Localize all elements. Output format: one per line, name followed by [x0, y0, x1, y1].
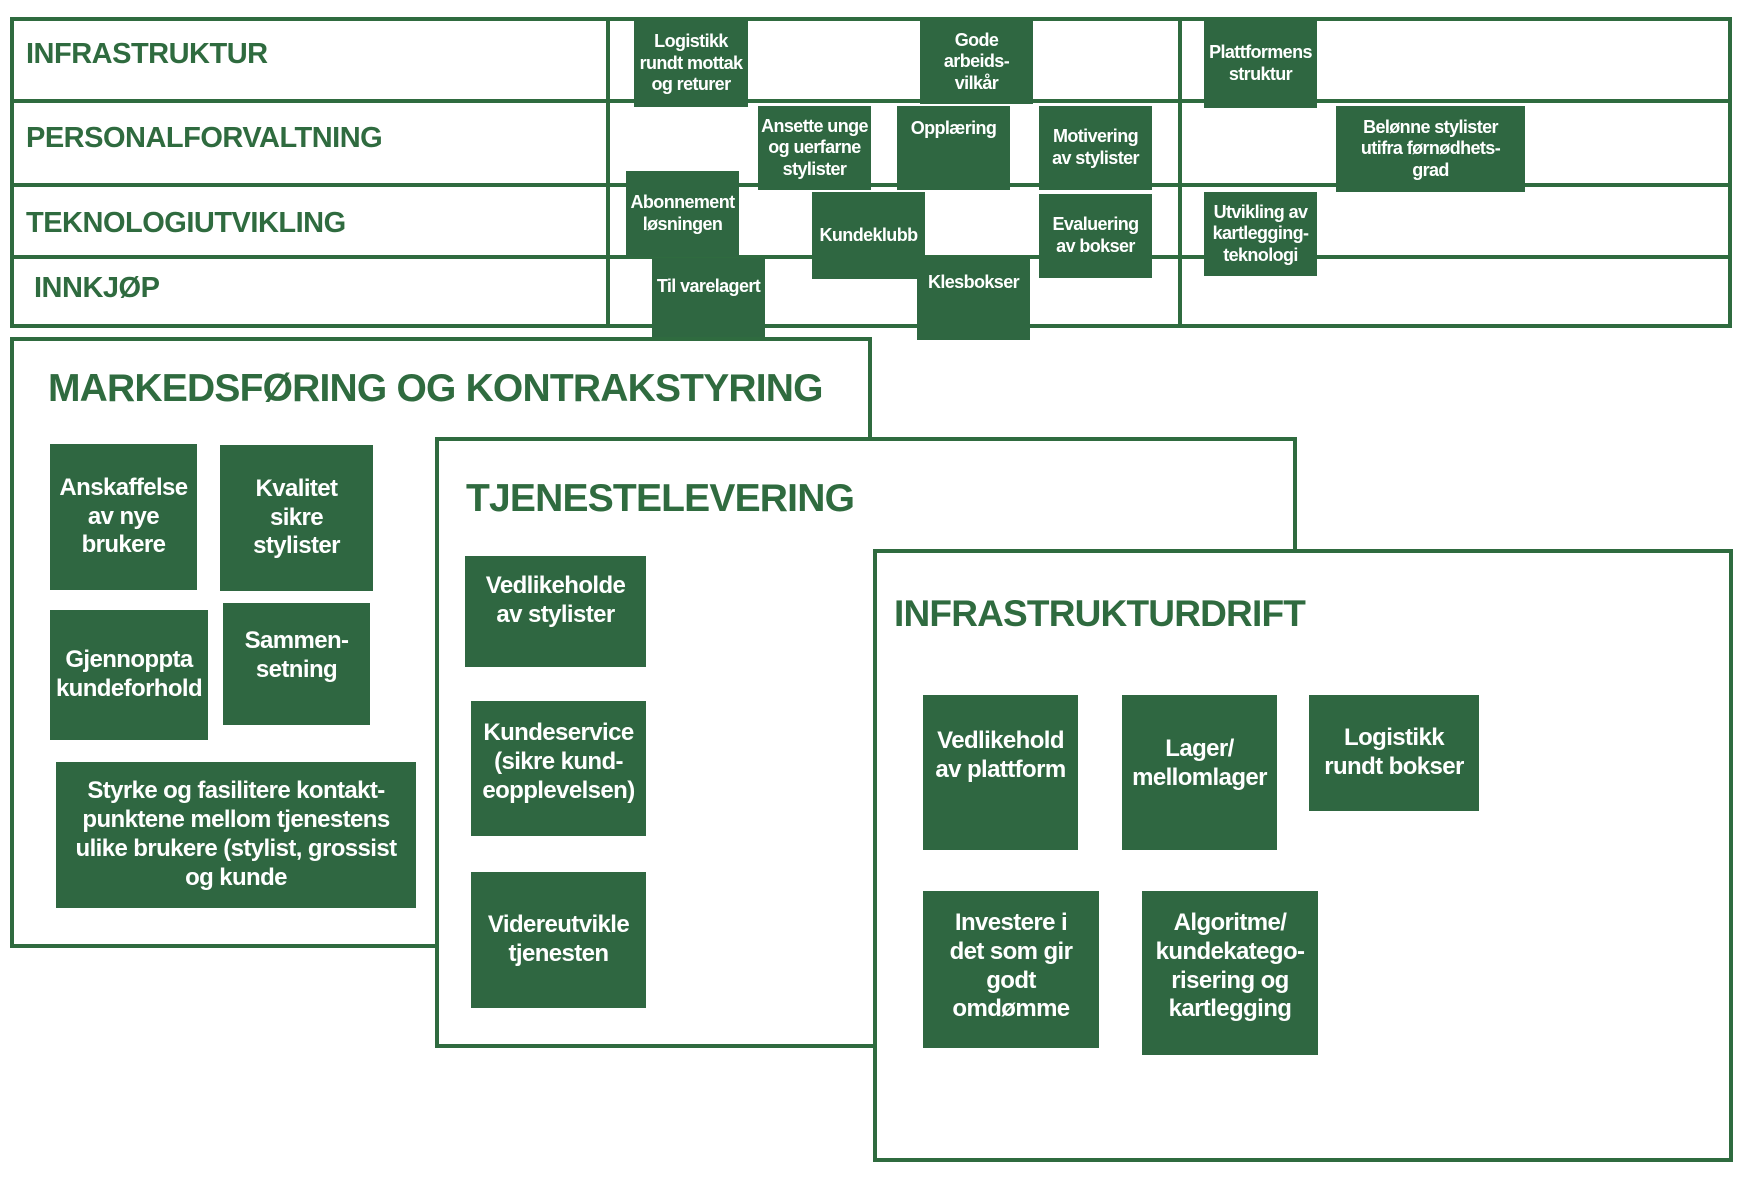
row-divider-2: [10, 183, 1732, 187]
panel-title-tjenestelevering: TJENESTELEVERING: [466, 477, 855, 520]
box-vedlikehold-plattform: Vedlikehold av plattform: [923, 695, 1078, 850]
box-evaluering: Evaluering av bokser: [1039, 194, 1152, 278]
box-belonne-stylister: Belønne stylister utifra førnødhets- gra…: [1336, 106, 1525, 192]
box-kundeklubb: Kundeklubb: [812, 192, 925, 279]
row-label-personalforvaltning: PERSONALFORVALTNING: [26, 122, 383, 154]
box-motivering: Motivering av stylister: [1039, 106, 1152, 190]
row-label-teknologiutvikling: TEKNOLOGIUTVIKLING: [26, 207, 346, 239]
box-ansette-unge: Ansette unge og uerfarne stylister: [758, 106, 871, 190]
box-logistikk-bokser: Logistikk rundt bokser: [1309, 695, 1479, 811]
box-utvikling-kartlegging: Utvikling av kartlegging- teknologi: [1204, 192, 1317, 276]
panel-infrastrukturdrift: INFRASTRUKTURDRIFT Vedlikehold av plattf…: [873, 549, 1733, 1162]
box-anskaffelse: Anskaffelse av nye brukere: [50, 444, 197, 590]
box-klesbokser: Klesbokser: [917, 256, 1030, 340]
box-opplaering: Opplæring: [897, 106, 1010, 190]
row-divider-1: [10, 99, 1732, 103]
box-abonnement: Abonnement løsningen: [626, 171, 739, 257]
box-plattformens-struktur: Plattformens struktur: [1204, 20, 1317, 108]
row-label-infrastruktur: INFRASTRUKTUR: [26, 38, 268, 70]
box-kundeservice: Kundeservice (sikre kund- eopplevelsen): [471, 701, 646, 836]
box-investere-omdomme: Investere i det som gir godt omdømme: [923, 891, 1099, 1048]
box-algoritme: Algoritme/ kundekatego- risering og kart…: [1142, 891, 1318, 1055]
box-vedlikeholde-stylister: Vedlikeholde av stylister: [465, 556, 646, 667]
box-styrke-kontaktpunkter: Styrke og fasilitere kontakt- punktene m…: [56, 762, 416, 908]
box-lager-mellomlager: Lager/ mellomlager: [1122, 695, 1277, 850]
column-divider-2: [1178, 17, 1182, 328]
box-sammensetning: Sammen- setning: [223, 603, 370, 725]
box-logistikk-mottak: Logistikk rundt mottak og returer: [634, 20, 748, 107]
row-label-innkjop: INNKJØP: [34, 272, 160, 304]
box-gjenoppta: Gjennoppta kundeforhold: [50, 610, 208, 740]
box-gode-arbeidsvilkar: Gode arbeids- vilkår: [920, 20, 1033, 104]
box-kvalitet-sikre: Kvalitet sikre stylister: [220, 445, 373, 591]
panel-title-markedsforing: MARKEDSFØRING OG KONTRAKSTYRING: [48, 367, 824, 410]
panel-title-infrastrukturdrift: INFRASTRUKTURDRIFT: [894, 593, 1306, 634]
box-videreutvikle: Videreutvikle tjenesten: [471, 872, 646, 1008]
column-divider-1: [606, 17, 610, 328]
box-varelager: Til varelagert: [652, 258, 765, 338]
